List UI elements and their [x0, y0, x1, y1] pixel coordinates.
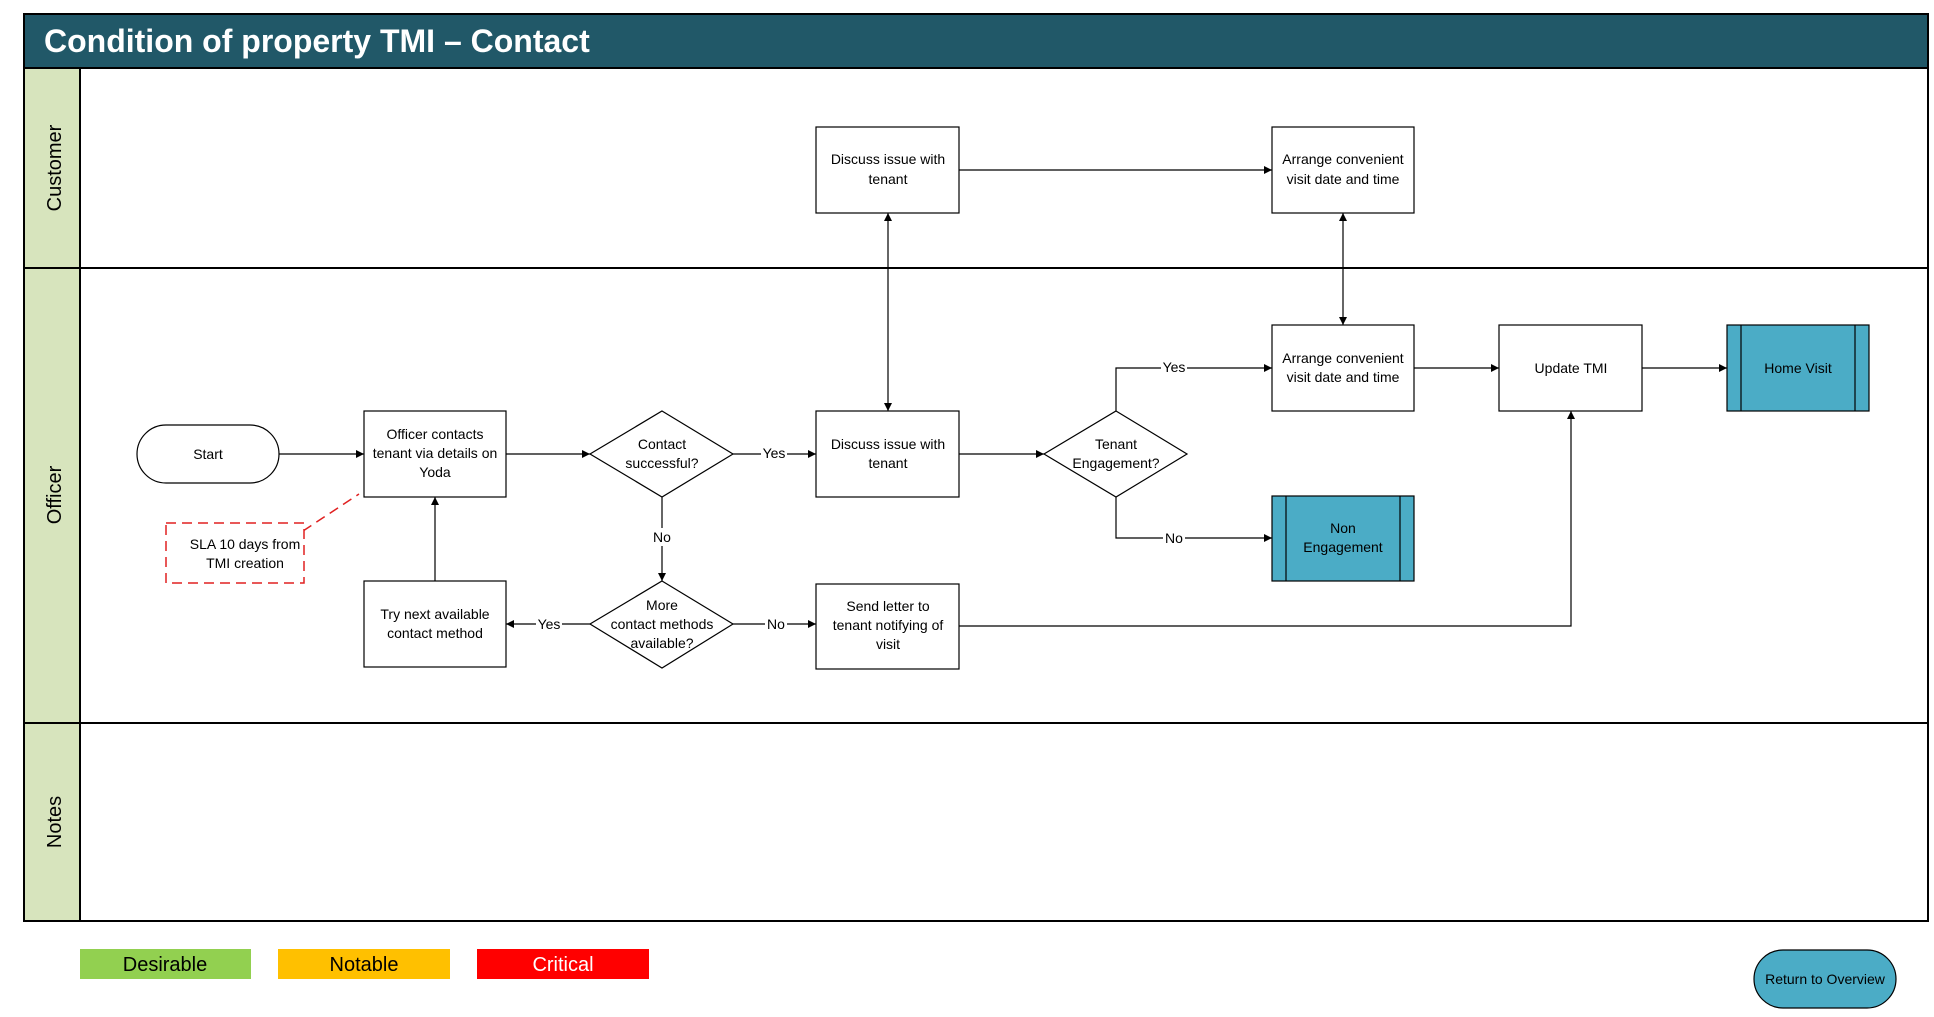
- lane-label-customer: Customer: [44, 124, 66, 211]
- process-arrange-officer-line-2: visit date and time: [1287, 369, 1400, 385]
- subprocess-home-visit[interactable]: Home Visit: [1726, 324, 1870, 412]
- edge-label-more-no: No: [767, 616, 785, 632]
- sla-note: SLA 10 days from TMI creation: [165, 493, 360, 584]
- edge-label-engagement-yes: Yes: [1163, 359, 1186, 375]
- process-send-letter-line-2: tenant notifying of: [833, 617, 944, 633]
- return-to-overview-button[interactable]: Return to Overview: [1753, 949, 1897, 1009]
- edge-label-contact-no: No: [653, 529, 671, 545]
- process-send-letter-line-1: Send letter to: [846, 598, 929, 614]
- sla-note-line-1: SLA 10 days from: [190, 536, 301, 552]
- process-arrange-customer-line-2: visit date and time: [1287, 171, 1400, 187]
- process-discuss-issue-officer: Discuss issue with tenant: [815, 410, 960, 498]
- decision-tenant-engagement-line-1: Tenant: [1095, 436, 1137, 452]
- return-to-overview-label: Return to Overview: [1765, 971, 1886, 987]
- edge-letter-to-update: [959, 411, 1575, 627]
- sla-note-line-2: TMI creation: [206, 555, 284, 571]
- edge-engagement-no: [1115, 497, 1272, 542]
- lane-label-customer-bg: [23, 67, 81, 269]
- edge-engagement-yes: [1115, 364, 1272, 411]
- legend-notable-label: Notable: [330, 954, 399, 976]
- lane-label-officer-bg: [23, 267, 81, 724]
- process-send-letter-line-3: visit: [876, 636, 900, 652]
- legend-desirable-label: Desirable: [123, 954, 207, 976]
- subprocess-non-engagement-line-1: Non: [1330, 520, 1356, 536]
- decision-more-methods-line-3: available?: [630, 635, 693, 651]
- process-send-letter: Send letter to tenant notifying of visit: [815, 583, 960, 670]
- lane-label-officer: Officer: [44, 465, 66, 524]
- lane-notes: Notes: [23, 722, 1929, 922]
- title-bar: [23, 13, 1929, 69]
- process-try-next-contact-method: Try next available contact method: [363, 580, 507, 668]
- decision-contact-successful-line-1: Contact: [638, 436, 686, 452]
- decision-more-contact-methods: More contact methods available?: [588, 580, 735, 669]
- process-arrange-visit-customer: Arrange convenient visit date and time: [1271, 126, 1415, 214]
- legend-critical-swatch: [477, 949, 649, 979]
- legend: Desirable Notable Critical: [80, 949, 649, 979]
- edge-label-engagement-no: No: [1165, 530, 1183, 546]
- process-officer-contacts-line-1: Officer contacts: [386, 426, 483, 442]
- process-officer-contacts-tenant: Officer contacts tenant via details on Y…: [363, 410, 507, 498]
- edge-label-more-yes: Yes: [538, 616, 561, 632]
- legend-critical-label: Critical: [532, 954, 593, 976]
- decision-tenant-engagement: Tenant Engagement?: [1042, 410, 1189, 498]
- edge-label-contact-yes: Yes: [763, 445, 786, 461]
- legend-desirable-swatch: [80, 949, 251, 979]
- decision-contact-successful-line-2: successful?: [625, 455, 698, 471]
- process-discuss-officer-line-2: tenant: [869, 455, 908, 471]
- process-update-tmi-label: Update TMI: [1535, 360, 1608, 376]
- process-arrange-visit-officer: Arrange convenient visit date and time: [1271, 324, 1415, 412]
- start-node: Start: [136, 424, 280, 484]
- decision-more-methods-line-1: More: [646, 597, 678, 613]
- process-try-next-line-1: Try next available: [380, 606, 489, 622]
- process-arrange-customer-line-1: Arrange convenient: [1282, 151, 1404, 167]
- lane-label-notes-bg: [23, 722, 81, 922]
- process-officer-contacts-line-2: tenant via details on: [373, 445, 498, 461]
- lane-customer: Customer: [23, 67, 1929, 269]
- subprocess-non-engagement-line-2: Engagement: [1303, 539, 1383, 555]
- edge-labels: Yes No Yes No Yes No: [536, 358, 1187, 633]
- process-discuss-officer-line-1: Discuss issue with: [831, 436, 945, 452]
- subprocess-home-visit-label: Home Visit: [1764, 360, 1832, 376]
- process-arrange-officer-line-1: Arrange convenient: [1282, 350, 1404, 366]
- process-discuss-customer-line-2: tenant: [869, 171, 908, 187]
- process-try-next-line-2: contact method: [387, 625, 483, 641]
- decision-tenant-engagement-line-2: Engagement?: [1072, 455, 1159, 471]
- decision-contact-successful: Contact successful?: [588, 410, 735, 498]
- start-node-label: Start: [193, 446, 223, 462]
- decision-more-methods-line-2: contact methods: [611, 616, 714, 632]
- legend-notable-swatch: [278, 949, 450, 979]
- process-officer-contacts-line-3: Yoda: [419, 464, 451, 480]
- page-title: Condition of property TMI – Contact: [44, 23, 590, 59]
- lane-label-notes: Notes: [44, 796, 66, 848]
- process-discuss-issue-customer: Discuss issue with tenant: [815, 126, 960, 214]
- process-update-tmi: Update TMI: [1498, 324, 1643, 412]
- subprocess-non-engagement[interactable]: Non Engagement: [1271, 495, 1415, 582]
- process-discuss-customer-line-1: Discuss issue with: [831, 151, 945, 167]
